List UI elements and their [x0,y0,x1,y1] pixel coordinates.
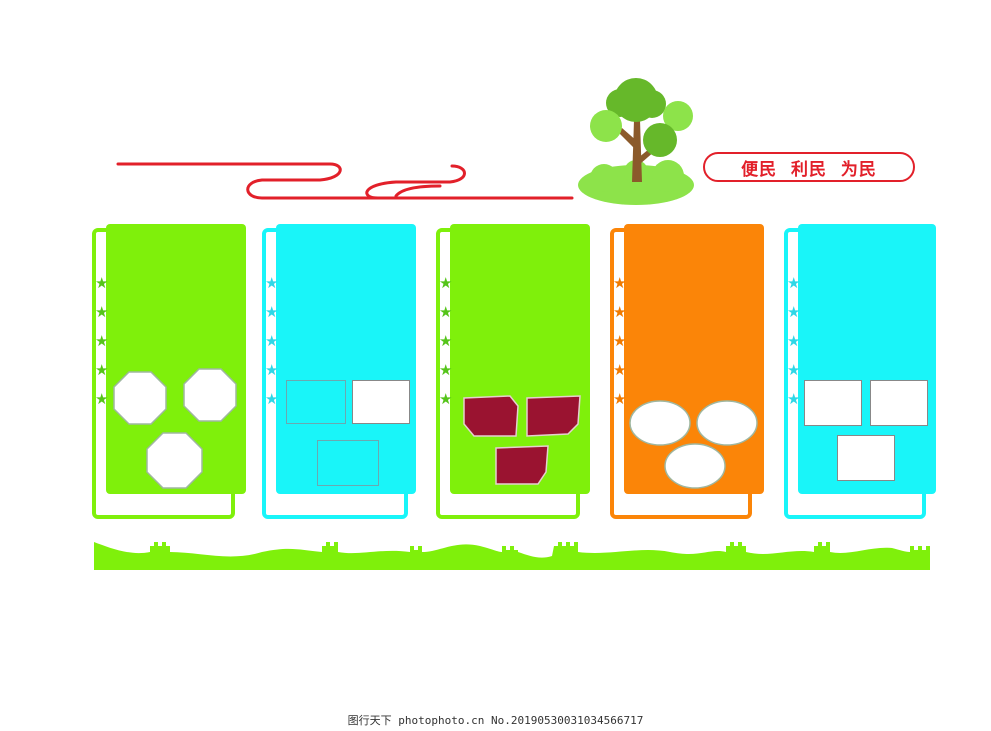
star-icon: ★ [787,332,801,350]
star-icon: ★ [787,303,801,321]
photo-frame [696,400,758,446]
photo-frame [526,395,581,437]
star-icon: ★ [95,332,109,350]
star-icon: ★ [265,274,279,292]
star-icon: ★ [787,361,801,379]
photo-frame [664,443,726,489]
star-icon: ★ [265,303,279,321]
star-icon: ★ [265,361,279,379]
star-icon: ★ [613,303,627,321]
photo-frame [183,368,237,422]
star-icon: ★ [265,390,279,408]
photo-frame [286,380,346,424]
star-icon: ★ [613,390,627,408]
star-icon: ★ [613,274,627,292]
star-column: ★ ★ ★ ★ ★ [787,273,800,410]
slogan-text: 便民 利民 为民 [741,159,877,180]
photo-frame [495,445,549,485]
star-icon: ★ [95,361,109,379]
star-column: ★ ★ ★ ★ ★ [265,273,278,410]
star-icon: ★ [613,361,627,379]
star-column: ★ ★ ★ ★ ★ [95,273,108,410]
star-column: ★ ★ ★ ★ ★ [439,273,452,410]
photo-frame [804,380,862,426]
photo-frame [870,380,928,426]
watermark-text: 图行天下 photophoto.cn No.201905300310345667… [347,714,644,727]
star-icon: ★ [439,332,453,350]
star-icon: ★ [787,390,801,408]
photo-frame [352,380,410,424]
star-icon: ★ [439,390,453,408]
star-icon: ★ [265,332,279,350]
star-icon: ★ [439,303,453,321]
photo-frame [463,395,519,437]
photo-frame [837,435,895,481]
star-icon: ★ [439,361,453,379]
star-icon: ★ [439,274,453,292]
star-icon: ★ [95,390,109,408]
photo-frame [146,432,203,489]
photo-frame [317,440,379,486]
photo-frame [113,371,167,425]
star-icon: ★ [95,303,109,321]
star-icon: ★ [787,274,801,292]
photo-frame [629,400,691,446]
star-column: ★ ★ ★ ★ ★ [613,273,626,410]
star-icon: ★ [95,274,109,292]
slogan-banner: 便民 利民 为民 [703,152,915,182]
star-icon: ★ [613,332,627,350]
